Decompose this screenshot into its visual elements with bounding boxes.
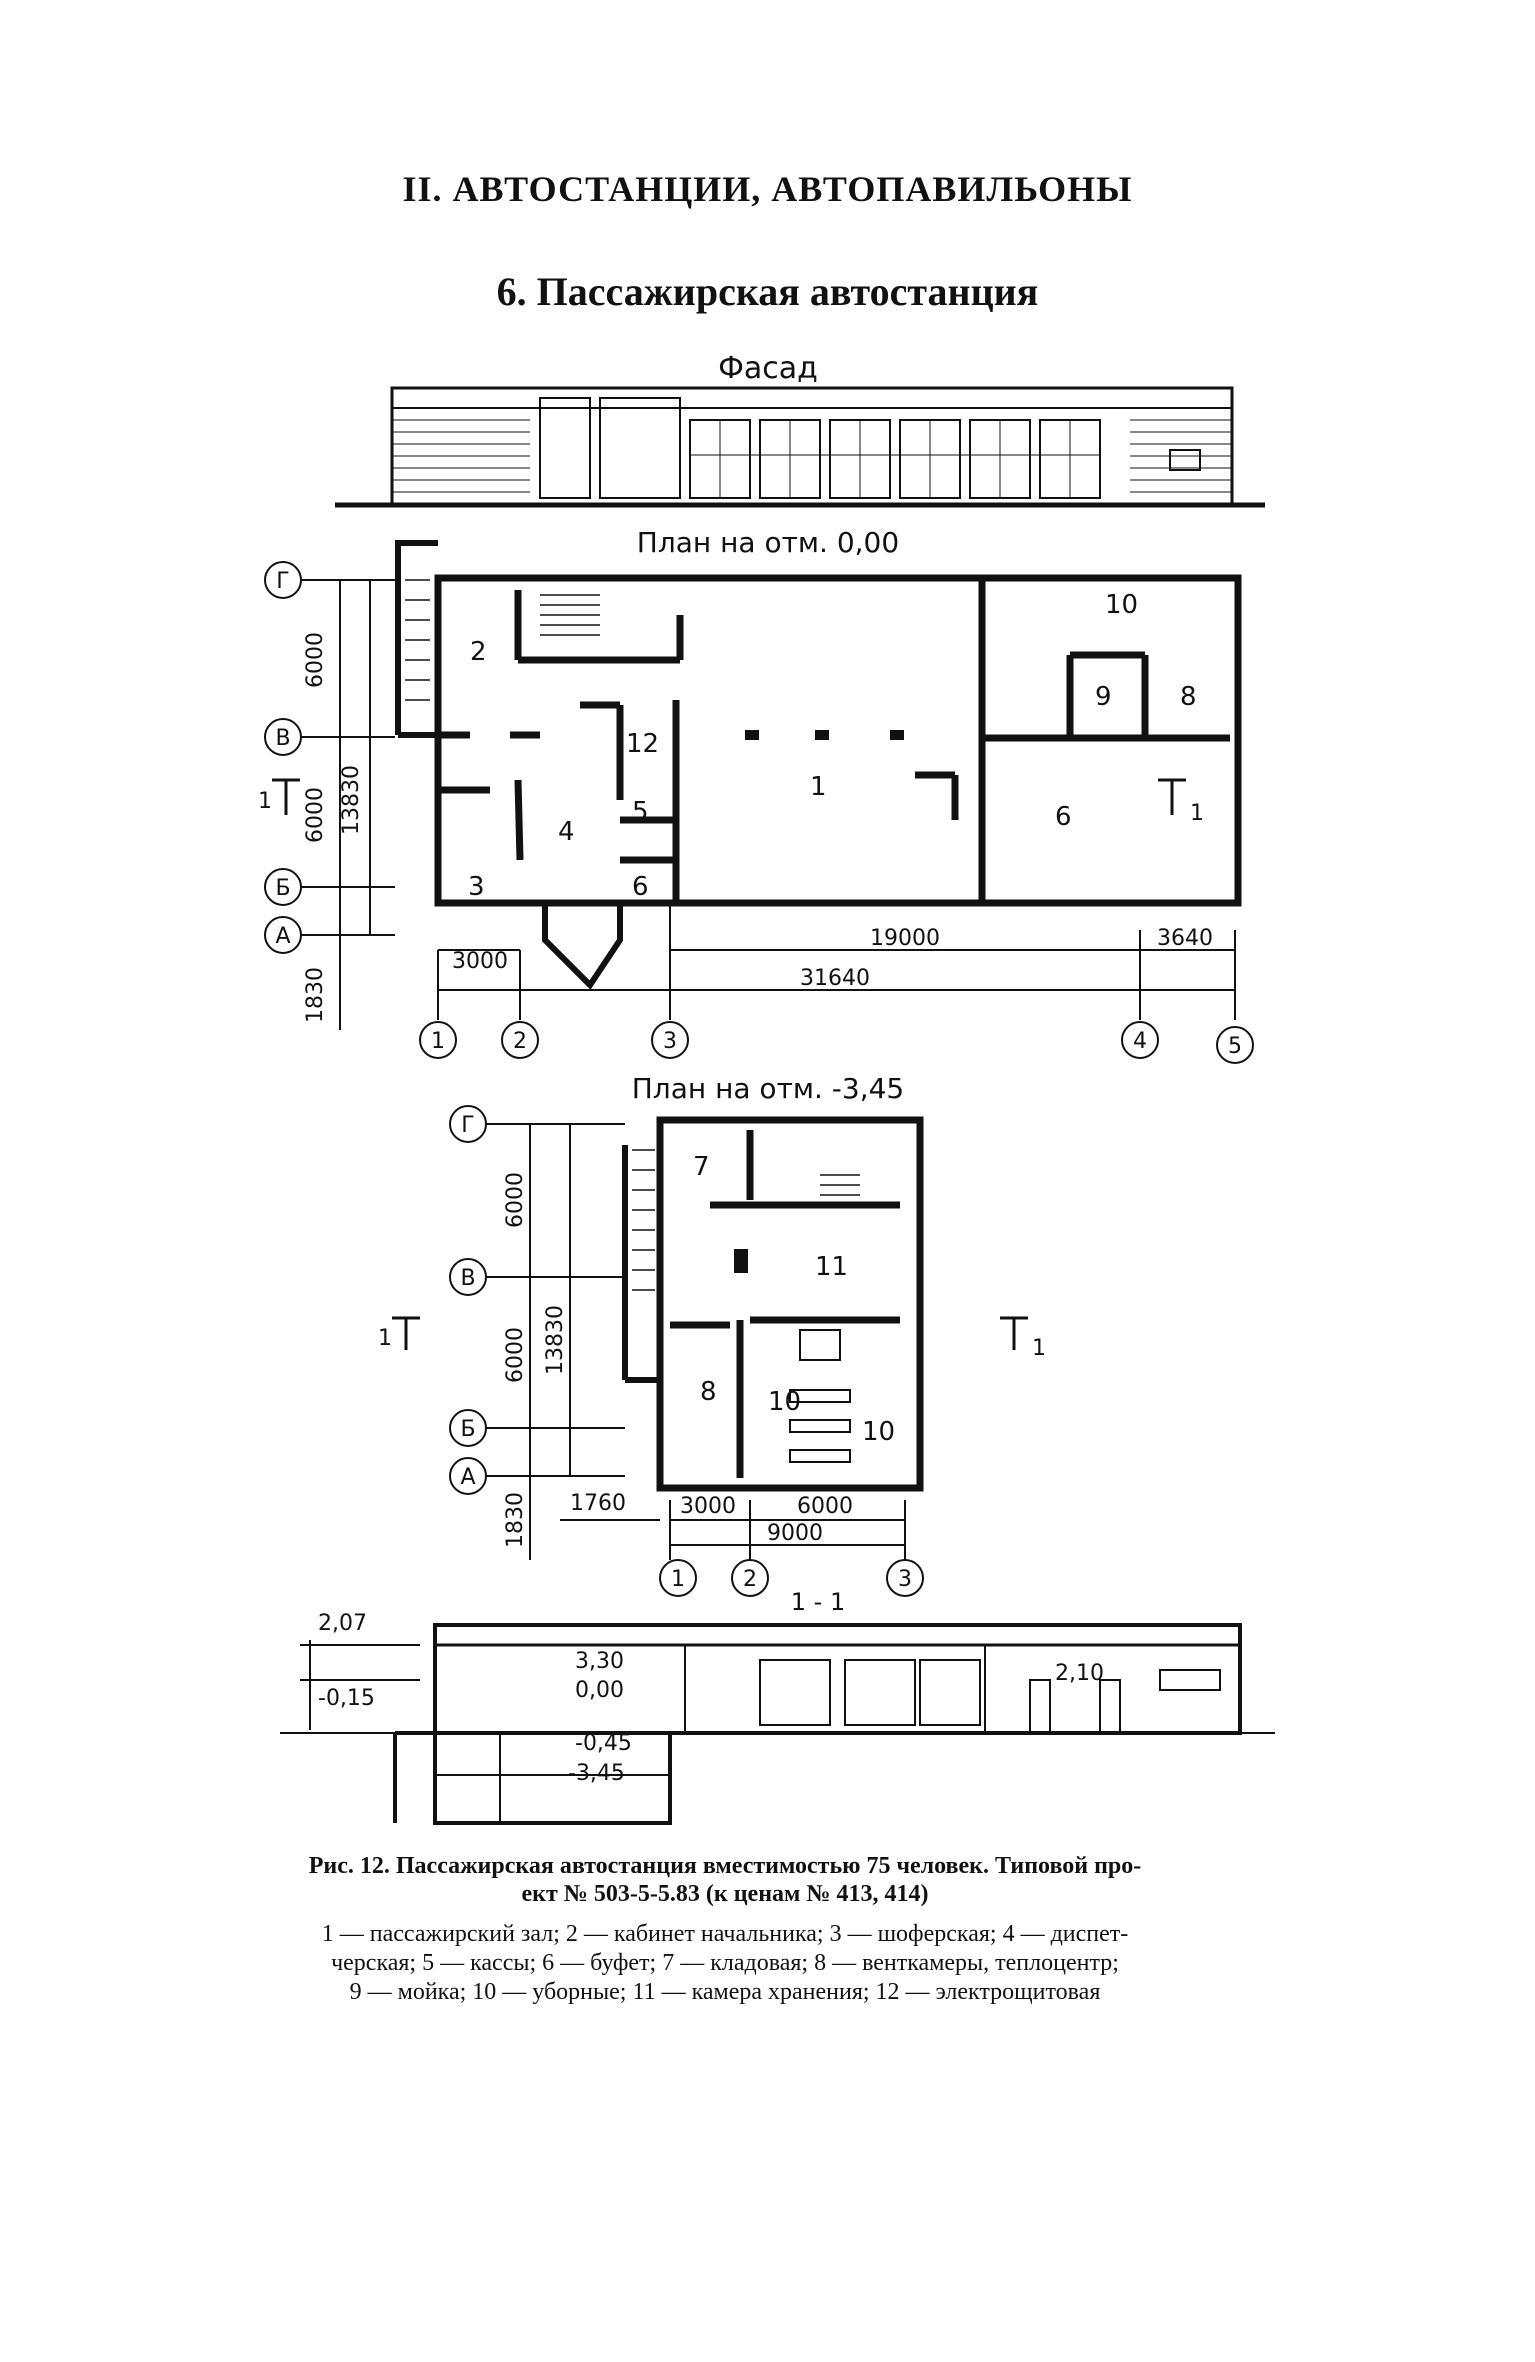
- b-axis-2: 2: [743, 1567, 757, 1592]
- level-3-30: 3,30: [575, 1649, 624, 1674]
- axis-B: Б: [275, 876, 290, 901]
- caption-line-1: Рис. 12. Пассажирская автостанция вмести…: [308, 1853, 1142, 1879]
- section-title: 6. Пассажирская автостанция: [496, 269, 1039, 314]
- room-11: 11: [815, 1252, 848, 1282]
- dim-31640: 31640: [800, 966, 870, 991]
- room-5: 5: [632, 797, 649, 827]
- room-10-basement-a: 10: [768, 1387, 801, 1417]
- level-2-07: 2,07: [318, 1611, 367, 1636]
- b-axis-A: А: [460, 1465, 475, 1490]
- b-dim-6000: 6000: [797, 1494, 853, 1519]
- room-4: 4: [558, 817, 575, 847]
- dim-13830: 13830: [339, 765, 364, 835]
- axis-V: В: [275, 726, 290, 751]
- b-dim-1760: 1760: [570, 1491, 626, 1516]
- b-dim-9000: 9000: [767, 1521, 823, 1546]
- axis-G: Г: [276, 569, 289, 594]
- dim-6000-lower: 6000: [303, 787, 328, 843]
- room-9: 9: [1095, 682, 1112, 712]
- section-mark-left: 1: [258, 789, 272, 814]
- ground-floor-plan: План на отм. 0,00: [258, 526, 1254, 1064]
- chapter-title: II. АВТОСТАНЦИИ, АВТОПАВИЛЬОНЫ: [402, 169, 1133, 209]
- level-minus-0-45: -0,45: [575, 1731, 632, 1756]
- room-8-basement: 8: [700, 1377, 717, 1407]
- axis-5: 5: [1228, 1034, 1242, 1059]
- axis-4: 4: [1133, 1029, 1147, 1054]
- axis-1: 1: [431, 1029, 445, 1054]
- facade-label: Фасад: [718, 351, 818, 386]
- room-12: 12: [626, 729, 659, 759]
- room-6a: 6: [632, 872, 649, 902]
- dim-6000-upper: 6000: [303, 632, 328, 688]
- dim-3640: 3640: [1157, 926, 1213, 951]
- facade-elevation: Фасад: [335, 351, 1265, 508]
- b-axis-1: 1: [671, 1567, 685, 1592]
- b-axis-B: Б: [460, 1417, 475, 1442]
- basement-plan-label: План на отм. -3,45: [632, 1072, 905, 1105]
- room-3: 3: [468, 872, 485, 902]
- b-axis-G: Г: [461, 1113, 474, 1138]
- dim-3000: 3000: [452, 949, 508, 974]
- room-7: 7: [693, 1152, 710, 1182]
- ground-plan-label: План на отм. 0,00: [637, 526, 899, 559]
- axis-A: А: [275, 924, 290, 949]
- dim-19000: 19000: [870, 926, 940, 951]
- room-10-basement-b: 10: [862, 1417, 895, 1447]
- b-section-mark-left: 1: [378, 1326, 392, 1351]
- axis-2: 2: [513, 1029, 527, 1054]
- basement-plan: План на отм. -3,45 7 8: [378, 1072, 1046, 1597]
- section-1-1: 1 - 1 2,07 -0,15 3,30 0,00: [280, 1588, 1275, 1825]
- section-mark-right: 1: [1190, 801, 1204, 826]
- legend-line-1: 1 — пассажирский зал; 2 — кабинет началь…: [321, 1921, 1129, 1947]
- dim-1830: 1830: [303, 967, 328, 1023]
- level-minus-3-45: -3,45: [568, 1761, 625, 1786]
- room-2: 2: [470, 637, 487, 667]
- b-dim-13830: 13830: [543, 1305, 568, 1375]
- b-dim-6000-lower: 6000: [503, 1327, 528, 1383]
- b-dim-6000-upper: 6000: [503, 1172, 528, 1228]
- figure-legend: 1 — пассажирский зал; 2 — кабинет началь…: [175, 1920, 1275, 2007]
- room-1: 1: [810, 772, 827, 802]
- room-6: 6: [1055, 802, 1072, 832]
- room-10: 10: [1105, 590, 1138, 620]
- legend-line-3: 9 — мойка; 10 — уборные; 11 — камера хра…: [349, 1979, 1101, 2005]
- b-section-mark-right: 1: [1032, 1336, 1046, 1361]
- legend-line-2: черская; 5 — кассы; 6 — буфет; 7 — кладо…: [331, 1950, 1119, 1976]
- level-2-10: 2,10: [1055, 1661, 1104, 1686]
- b-axis-V: В: [460, 1266, 475, 1291]
- b-dim-3000: 3000: [680, 1494, 736, 1519]
- room-8: 8: [1180, 682, 1197, 712]
- axis-3: 3: [663, 1029, 677, 1054]
- level-minus-0-15: -0,15: [318, 1686, 375, 1711]
- figure-caption: Рис. 12. Пассажирская автостанция вмести…: [175, 1852, 1275, 1908]
- b-axis-3: 3: [898, 1567, 912, 1592]
- caption-line-2: ект № 503-5-5.83 (к ценам № 413, 414): [521, 1881, 929, 1907]
- section-label: 1 - 1: [791, 1588, 845, 1616]
- b-dim-1830: 1830: [503, 1492, 528, 1548]
- level-0-00: 0,00: [575, 1678, 624, 1703]
